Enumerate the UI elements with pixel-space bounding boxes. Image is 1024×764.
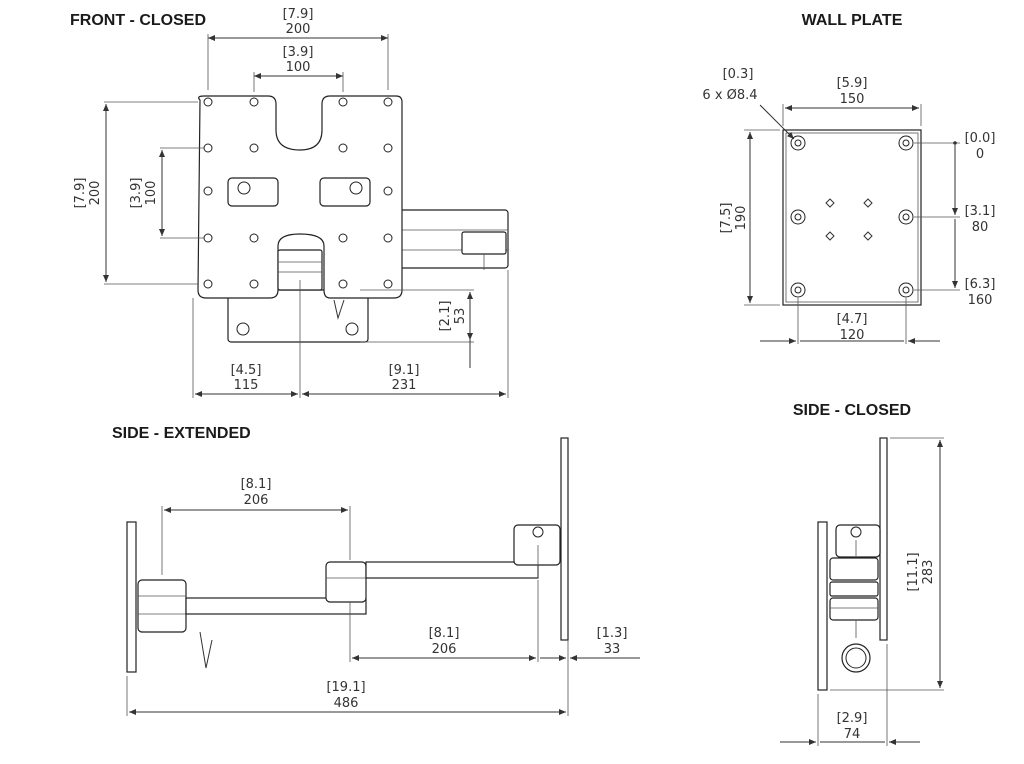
dim-arm1-mm: 206 [244,493,269,508]
side-closed-dimension-labels: [11.1] 283 [2.9] 74 [837,552,936,742]
side-closed-dimensions [780,437,944,746]
dim-arm2-in: [8.1] [429,626,460,641]
dim-width-in: [5.9] [837,76,868,91]
dim-top-width-in: [7.9] [283,7,314,22]
front-closed-view: FRONT - CLOSED [70,7,509,398]
dim-hole-in: [0.3] [723,67,754,82]
dim-closed-depth-mm: 74 [844,727,861,742]
front-lower-bracket [227,289,369,343]
dim-y2-mm: 160 [968,293,993,308]
front-dimension-labels: [7.9] 200 [3.9] 100 [7.9] 200 [3.9] 100 … [73,7,468,393]
dim-left-height-mm: 200 [88,181,103,206]
dim-side-offset-in: [1.3] [597,626,628,641]
side-extended-dimension-labels: [8.1] 206 [8.1] 206 [1.3] 33 [19.1] 486 [241,477,628,711]
front-plate-holes [203,97,393,289]
dim-arm2-mm: 206 [432,642,457,657]
front-vesa-plate [197,95,403,299]
dim-left-base-in: [4.5] [231,363,262,378]
closed-arm-stack [829,524,881,673]
dim-bottom-in: [4.7] [837,312,868,327]
dim-inner-height-in: [3.9] [129,178,144,209]
dim-y1-mm: 80 [972,220,989,235]
wall-plate-view: WALL PLATE [702,12,995,344]
wall-plate-holes [790,135,914,298]
side-extended-title: SIDE - EXTENDED [112,425,251,442]
dim-height-mm: 190 [734,206,749,231]
dim-left-height-in: [7.9] [73,178,88,209]
side-closed-view: SIDE - CLOSED [11.1] 283 [780,402,944,746]
dim-y2-in: [6.3] [965,277,996,292]
side-arm-second [325,561,539,620]
dim-height-in: [7.5] [719,203,734,234]
dim-offset-in: [2.1] [438,301,453,332]
closed-vesa-plate [879,437,888,641]
dim-right-base-in: [9.1] [389,363,420,378]
side-arm-first [137,579,367,669]
wall-plate-title: WALL PLATE [802,12,903,29]
dim-closed-height-mm: 283 [921,560,936,585]
wall-plate-side [126,521,137,673]
dim-left-base-mm: 115 [234,378,259,393]
dim-inner-width-in: [3.9] [283,45,314,60]
dim-y0-mm: 0 [976,147,984,162]
side-head [513,437,569,641]
dim-width-mm: 150 [840,92,865,107]
dim-total-in: [19.1] [326,680,365,695]
side-extended-dimensions [126,506,640,716]
dim-inner-height-mm: 100 [144,181,159,206]
side-closed-title: SIDE - CLOSED [793,402,911,419]
wall-plate-dimensions [744,104,960,344]
dim-right-base-mm: 231 [392,378,417,393]
dim-y0-in: [0.0] [965,131,996,146]
dim-closed-depth-in: [2.9] [837,711,868,726]
dim-y1-in: [3.1] [965,204,996,219]
side-extended-view: SIDE - EXTENDED [112,425,640,716]
dim-arm1-in: [8.1] [241,477,272,492]
side-vesa-plate [560,437,569,641]
front-arm [399,209,509,270]
dim-bottom-mm: 120 [840,328,865,343]
dim-top-width-mm: 200 [286,22,311,37]
dim-closed-height-in: [11.1] [906,552,921,591]
closed-wall-plate [817,521,828,691]
front-closed-title: FRONT - CLOSED [70,12,206,29]
dim-hole-mm: 6 x Ø8.4 [702,88,757,103]
dim-inner-width-mm: 100 [286,60,311,75]
wall-plate-dimension-labels: [0.3] 6 x Ø8.4 [5.9] 150 [7.5] 190 [0.0]… [702,67,995,343]
front-dimensions [103,34,509,398]
dim-offset-mm: 53 [453,308,468,325]
dim-total-mm: 486 [334,696,359,711]
wall-plate-outline [782,129,922,306]
dim-side-offset-mm: 33 [604,642,621,657]
